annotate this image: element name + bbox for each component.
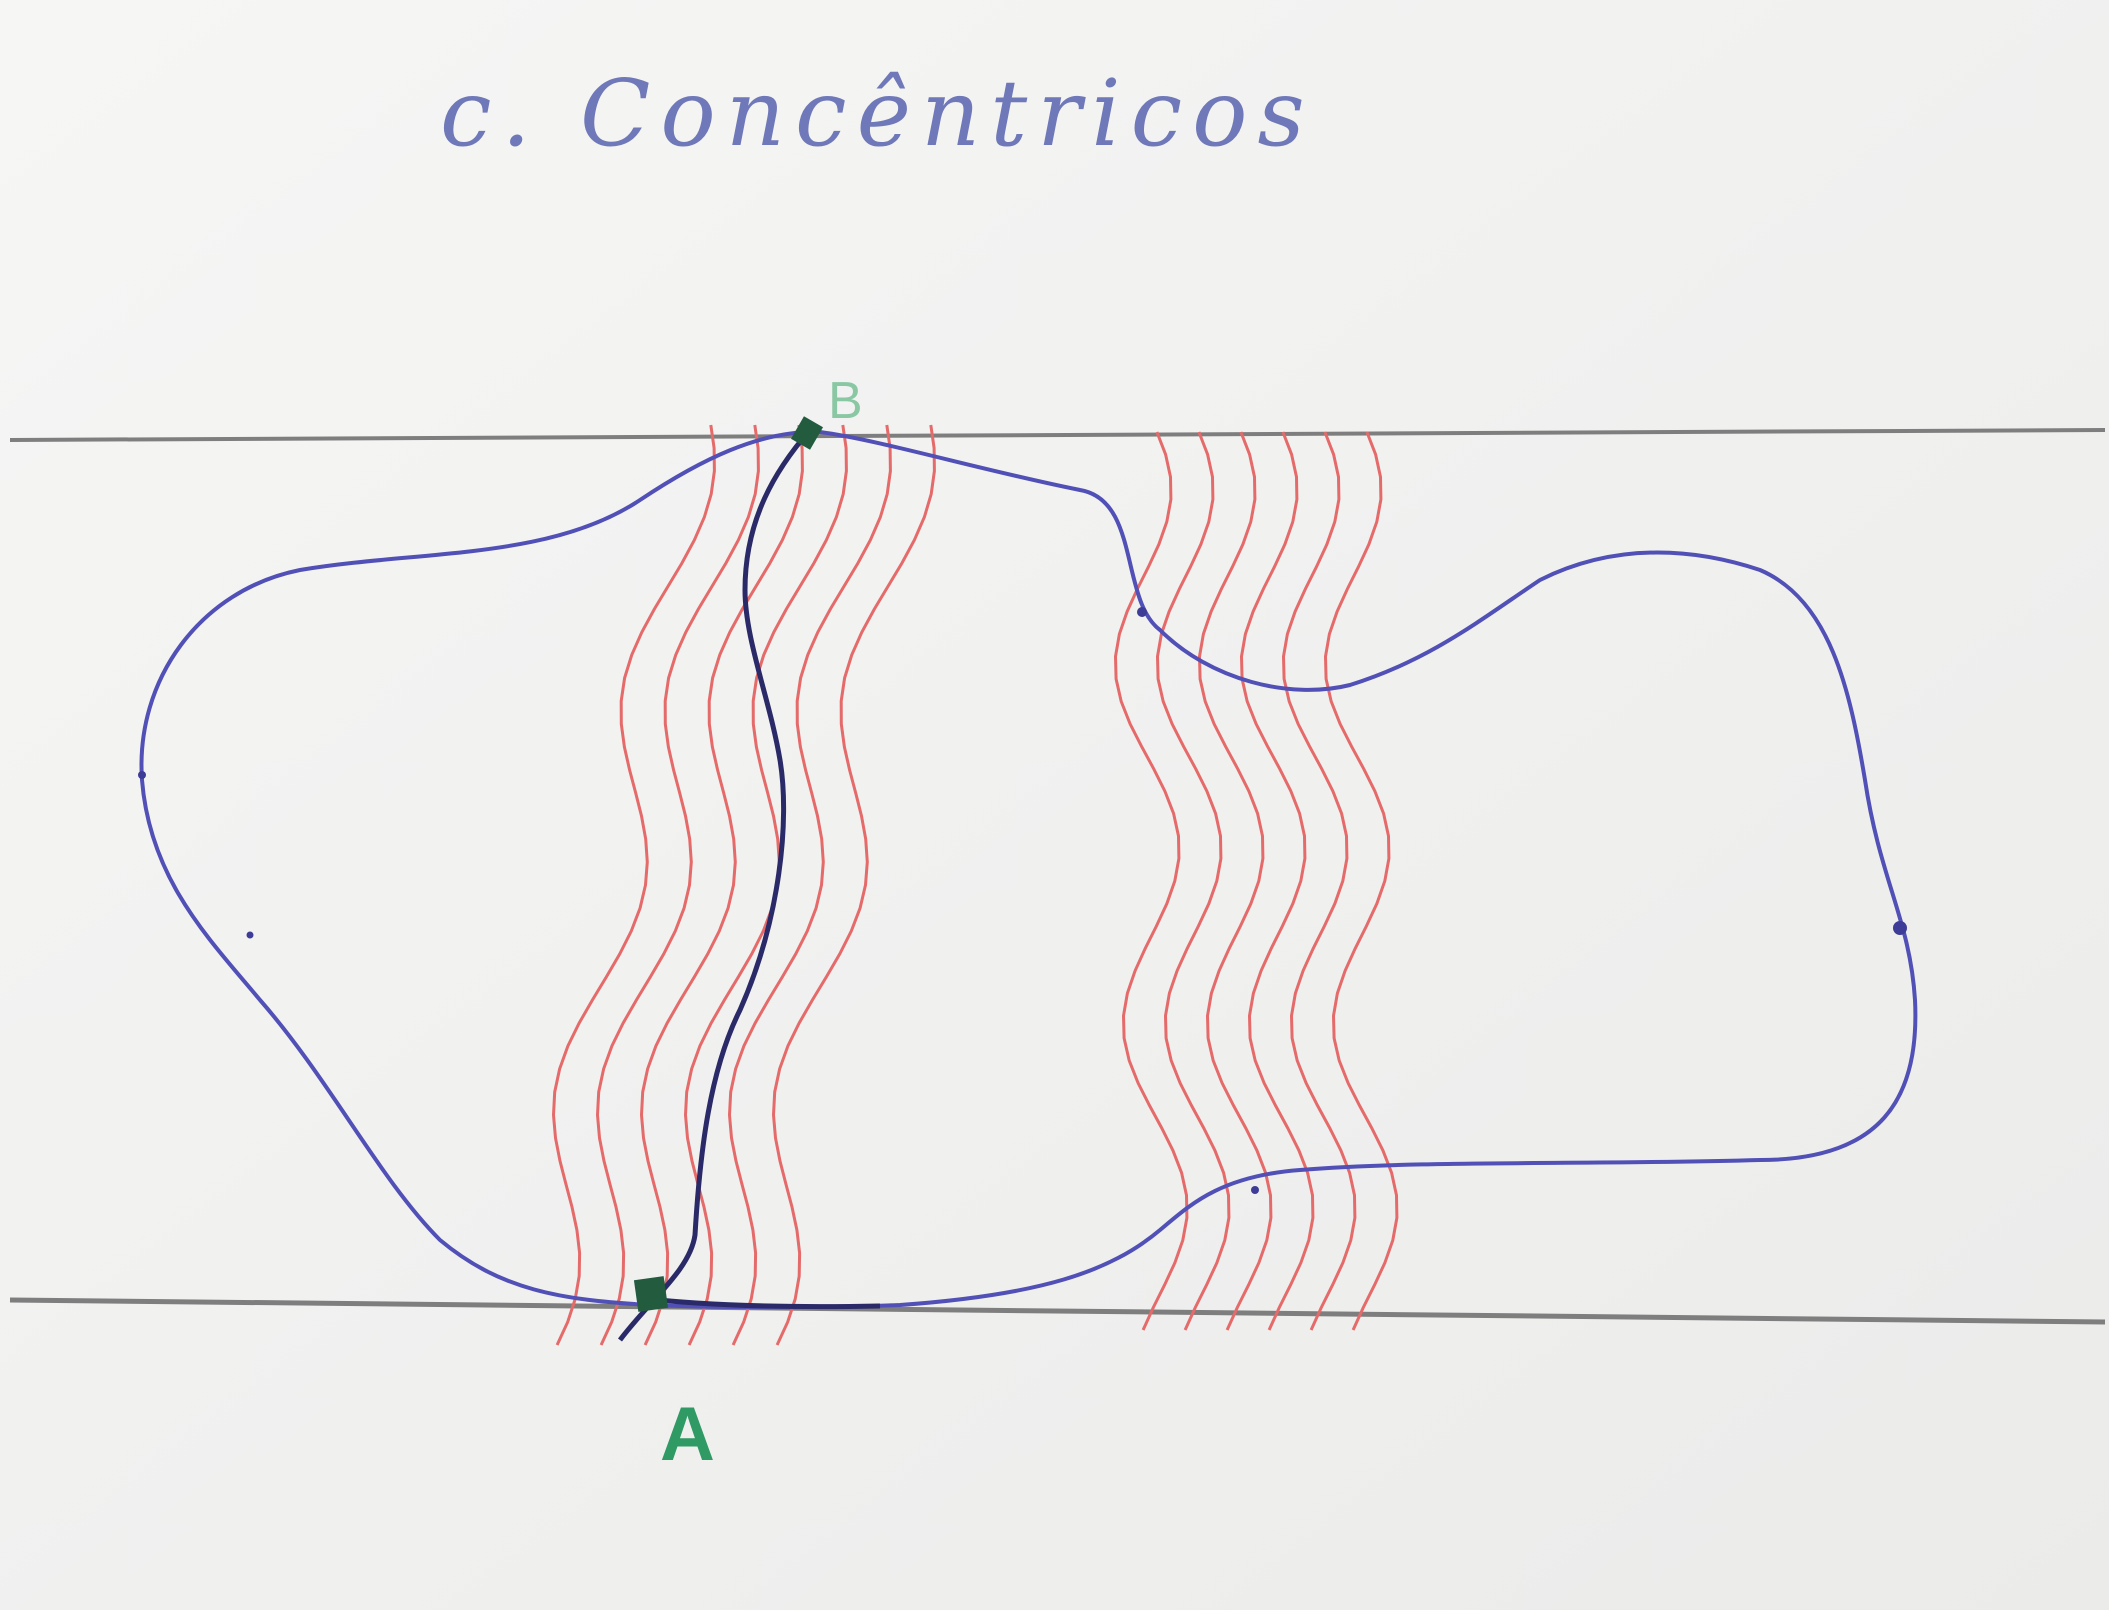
outline-marks	[138, 607, 1907, 1194]
contour-line	[727, 424, 892, 1346]
point-b-marker	[790, 416, 824, 450]
outline-dot	[1893, 921, 1907, 935]
contour-line	[1197, 431, 1273, 1331]
diagram-title: c. Concêntricos	[440, 60, 1315, 167]
contour-line	[1323, 431, 1399, 1331]
route-a-to-b	[618, 428, 812, 1342]
outline-dot	[1137, 607, 1147, 617]
contour-group-right	[1113, 431, 1399, 1331]
outline-dot	[138, 771, 146, 779]
point-a-marker	[633, 1276, 669, 1312]
outline-dot	[1251, 1186, 1259, 1194]
contour-line	[595, 424, 760, 1346]
outline-dot	[246, 931, 254, 939]
rule-lines	[9, 428, 2106, 1325]
contour-line	[551, 424, 716, 1346]
closed-outline	[139, 429, 1918, 1310]
point-b-label: B	[828, 372, 863, 430]
contour-line	[1113, 431, 1189, 1331]
point-a-label: A	[660, 1392, 715, 1477]
contour-line	[1281, 431, 1357, 1331]
contour-line	[1155, 431, 1231, 1331]
contour-line	[771, 424, 936, 1346]
contour-line	[1239, 431, 1315, 1331]
top-rule-line	[9, 428, 2106, 442]
contour-line	[639, 424, 804, 1346]
bottom-rule-line	[9, 1297, 2106, 1325]
